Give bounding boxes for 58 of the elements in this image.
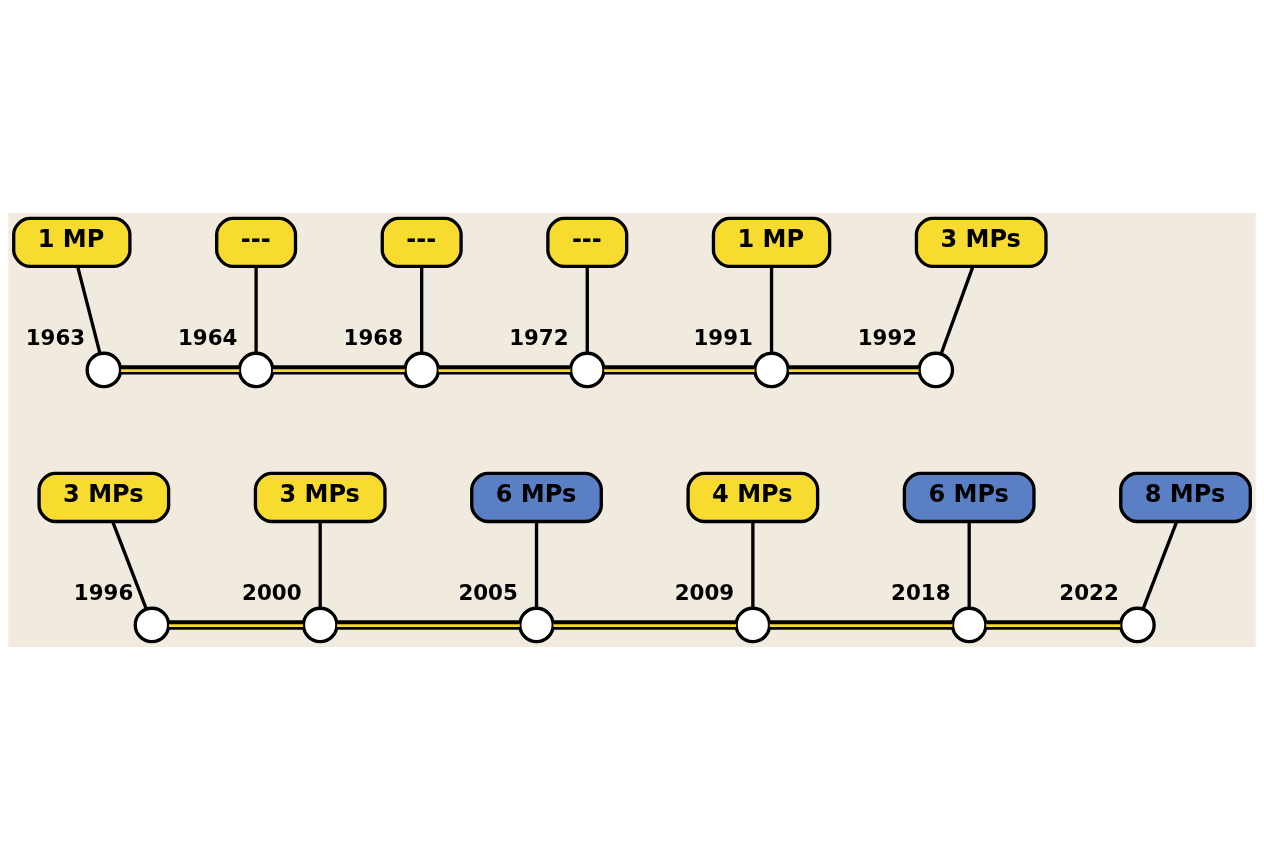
- connector: [318, 521, 322, 608]
- node-circle: [403, 351, 441, 389]
- node-circle: [734, 606, 772, 644]
- node-label: 1992: [857, 324, 918, 350]
- connector: [534, 521, 539, 608]
- connector: [121, 365, 240, 375]
- node-box: ---: [215, 216, 298, 269]
- node-box: 8 MPs: [1119, 471, 1252, 524]
- node-label: 2009: [674, 579, 735, 605]
- node-circle: [237, 351, 275, 389]
- connector: [553, 620, 737, 630]
- node-label: 2000: [242, 579, 302, 605]
- connector: [420, 266, 424, 353]
- node-circle: [301, 606, 339, 644]
- node-circle: [568, 351, 606, 389]
- connector: [986, 620, 1121, 630]
- node-label: 1996: [73, 579, 134, 605]
- connector: [169, 620, 304, 630]
- node-label: 1968: [343, 324, 404, 350]
- node-box: 4 MPs: [686, 471, 820, 524]
- node-circle: [950, 606, 988, 644]
- connector: [76, 266, 102, 355]
- connector: [769, 266, 774, 353]
- node-label: 1991: [693, 324, 753, 350]
- node-label: 2005: [458, 579, 518, 605]
- connector: [751, 521, 755, 608]
- node-box: ---: [380, 216, 463, 269]
- connector: [111, 521, 148, 610]
- connector: [939, 266, 975, 355]
- node-circle: [753, 351, 790, 389]
- node-box: 1 MP: [12, 216, 132, 269]
- node-box: ---: [546, 216, 629, 269]
- node-circle: [133, 606, 171, 644]
- node-box: 1 MP: [711, 216, 832, 269]
- node-label: 1963: [25, 324, 86, 350]
- node-box: 6 MPs: [902, 471, 1036, 524]
- connector: [967, 521, 971, 608]
- connector: [254, 266, 258, 353]
- node-box: 3 MPs: [37, 471, 171, 524]
- node-box: 6 MPs: [470, 471, 603, 524]
- connector: [585, 266, 589, 353]
- node-box: 3 MPs: [914, 216, 1048, 269]
- node-box: 3 MPs: [253, 471, 387, 524]
- connector: [1141, 521, 1179, 610]
- connector: [337, 620, 520, 630]
- connector: [788, 365, 919, 375]
- connector: [438, 365, 571, 375]
- node-circle: [917, 351, 955, 389]
- node-circle: [85, 351, 123, 389]
- connector: [272, 365, 405, 375]
- node-label: 2022: [1059, 579, 1119, 605]
- node-circle: [518, 606, 555, 644]
- connector: [769, 620, 953, 630]
- connector: [604, 365, 755, 375]
- node-circle: [1119, 606, 1156, 644]
- node-label: 2018: [891, 579, 951, 605]
- node-label: 1972: [509, 324, 569, 350]
- node-label: 1964: [177, 324, 238, 350]
